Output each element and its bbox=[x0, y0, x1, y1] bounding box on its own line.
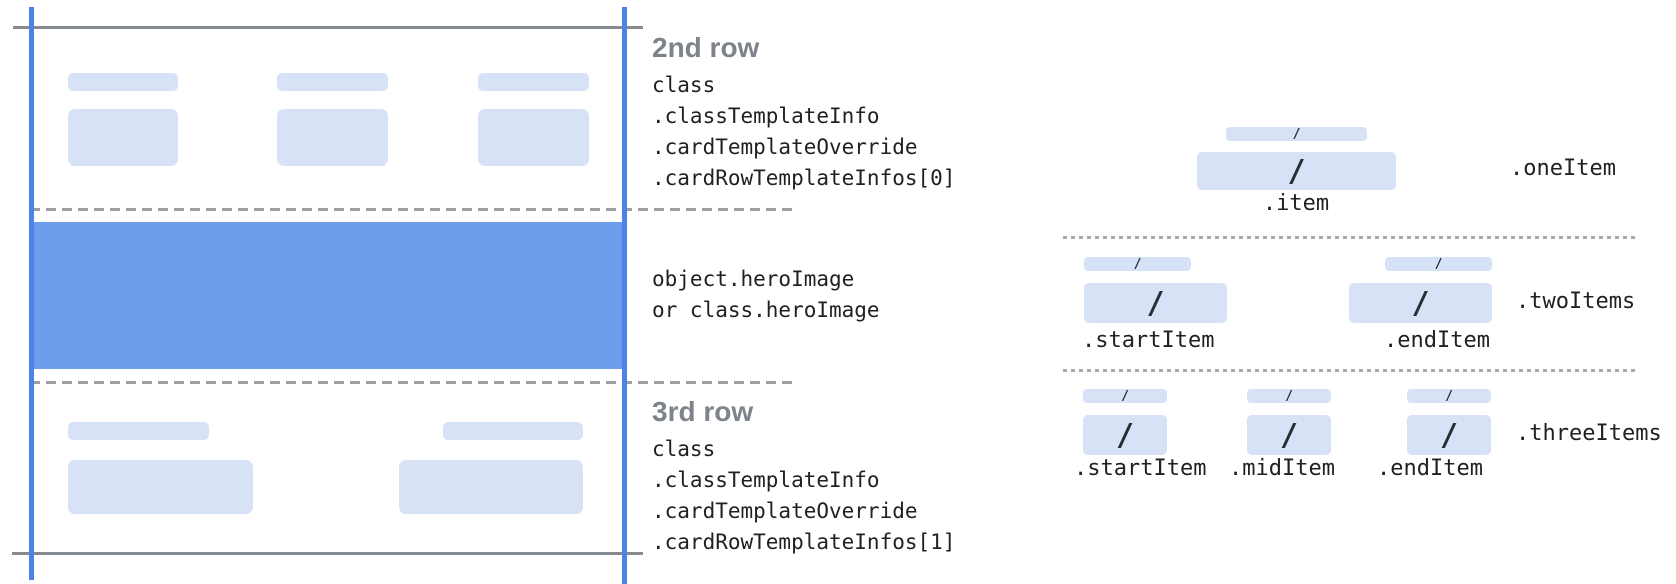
slash-placeholder: / bbox=[1434, 256, 1443, 272]
row2-code-line: .classTemplateInfo bbox=[652, 104, 880, 128]
hero-row3-dashed-divider bbox=[30, 381, 798, 384]
row3-col1-label-placeholder bbox=[68, 422, 209, 440]
row2-code-line: .cardRowTemplateInfos[0] bbox=[652, 166, 956, 190]
two-items-end-caption: .endItem bbox=[1384, 328, 1490, 353]
three-items-mid-label-placeholder: / bbox=[1247, 388, 1331, 404]
slash-placeholder: / bbox=[1133, 256, 1142, 272]
one-item-value-placeholder: / bbox=[1197, 152, 1396, 190]
row3-code-block: class .classTemplateInfo .cardTemplateOv… bbox=[652, 434, 955, 558]
hero-code-line: or class.heroImage bbox=[652, 298, 880, 322]
one-item-caption: .item bbox=[1262, 191, 1330, 216]
row2-col2-value-placeholder bbox=[277, 109, 388, 166]
three-items-start-value-placeholder: / bbox=[1083, 415, 1167, 455]
row3-code-line: class bbox=[652, 437, 716, 461]
two-items-start-caption: .startItem bbox=[1082, 328, 1215, 353]
two-items-end-value-placeholder: / bbox=[1349, 283, 1492, 323]
row2-col3-value-placeholder bbox=[478, 109, 589, 166]
slash-placeholder: / bbox=[1146, 285, 1165, 321]
row2-code-line: class bbox=[652, 73, 716, 97]
three-items-start-label-placeholder: / bbox=[1083, 388, 1167, 404]
slash-placeholder: / bbox=[1445, 388, 1453, 404]
row3-col2-value-placeholder bbox=[399, 460, 583, 514]
slash-placeholder: / bbox=[1439, 417, 1459, 453]
one-two-dashed-divider bbox=[1063, 236, 1637, 239]
two-items-row-label: .twoItems bbox=[1516, 289, 1636, 314]
two-items-end-label-placeholder: / bbox=[1385, 256, 1492, 272]
slash-placeholder: / bbox=[1292, 126, 1301, 142]
card-right-margin-line bbox=[622, 7, 627, 584]
slash-placeholder: / bbox=[1287, 153, 1306, 189]
row3-col2-label-placeholder bbox=[443, 422, 583, 440]
row3-code-line: .classTemplateInfo bbox=[652, 468, 880, 492]
row2-title: 2nd row bbox=[652, 32, 760, 63]
three-items-mid-caption: .midItem bbox=[1229, 456, 1335, 481]
three-items-row-label: .threeItems bbox=[1516, 421, 1662, 446]
row2-col1-label-placeholder bbox=[68, 73, 178, 91]
card-bottom-boundary-line bbox=[12, 552, 643, 555]
three-items-mid-value-placeholder: / bbox=[1247, 415, 1331, 455]
slash-placeholder: / bbox=[1411, 285, 1430, 321]
card-top-boundary-line bbox=[13, 26, 643, 29]
row2-col1-value-placeholder bbox=[68, 109, 178, 166]
two-three-dashed-divider bbox=[1063, 369, 1637, 372]
card-left-margin-line bbox=[29, 7, 34, 580]
hero-code-line: object.heroImage bbox=[652, 267, 855, 291]
row2-hero-dashed-divider bbox=[30, 208, 798, 211]
two-items-start-label-placeholder: / bbox=[1084, 256, 1191, 272]
row3-code-line: .cardTemplateOverride bbox=[652, 499, 918, 523]
row2-code-block: class .classTemplateInfo .cardTemplateOv… bbox=[652, 70, 955, 194]
hero-image-band bbox=[32, 222, 624, 369]
row3-col1-value-placeholder bbox=[68, 460, 253, 514]
row3-title: 3rd row bbox=[652, 396, 754, 427]
row2-col3-label-placeholder bbox=[478, 73, 589, 91]
slash-placeholder: / bbox=[1121, 388, 1129, 404]
one-item-label-placeholder: / bbox=[1226, 126, 1367, 142]
three-items-end-label-placeholder: / bbox=[1407, 388, 1491, 404]
row3-code-line: .cardRowTemplateInfos[1] bbox=[652, 530, 956, 554]
two-items-start-value-placeholder: / bbox=[1084, 283, 1227, 323]
three-items-end-value-placeholder: / bbox=[1407, 415, 1491, 455]
one-item-row-label: .oneItem bbox=[1510, 156, 1616, 181]
three-items-end-caption: .endItem bbox=[1377, 456, 1483, 481]
row2-code-line: .cardTemplateOverride bbox=[652, 135, 918, 159]
slash-placeholder: / bbox=[1115, 417, 1135, 453]
row2-col2-label-placeholder bbox=[277, 73, 388, 91]
slash-placeholder: / bbox=[1279, 417, 1299, 453]
hero-code-block: object.heroImage or class.heroImage bbox=[652, 264, 880, 326]
slash-placeholder: / bbox=[1285, 388, 1293, 404]
three-items-start-caption: .startItem bbox=[1074, 456, 1207, 481]
